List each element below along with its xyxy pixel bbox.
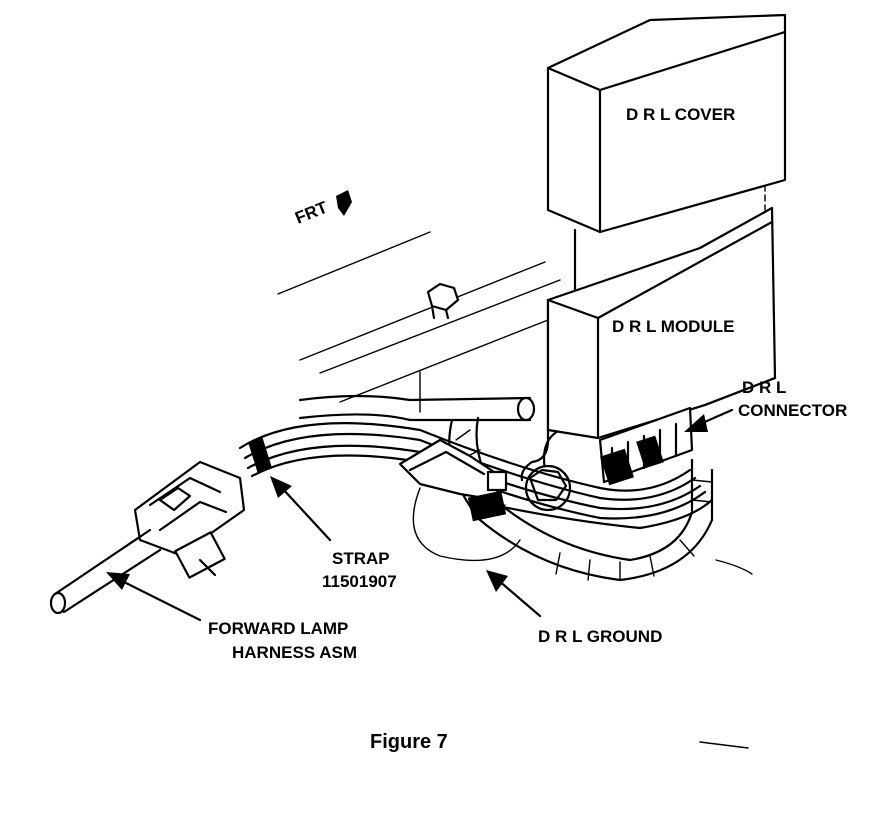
- drl-cover: D R L COVER: [546, 13, 787, 234]
- forward-lamp-harness: [49, 528, 162, 615]
- drl-cover-label: D R L COVER: [626, 105, 735, 124]
- ground-arrow-icon: [486, 570, 508, 592]
- front-direction-indicator: FRT: [292, 190, 352, 228]
- strap-label: STRAP: [332, 549, 390, 568]
- callout-labels: D R L CONNECTOR STRAP 11501907 FORWARD L…: [208, 378, 847, 662]
- panel-bolt: [426, 282, 460, 320]
- inline-connector: [398, 438, 508, 522]
- connector-arrow-icon: [684, 414, 708, 432]
- drl-connector-block: [598, 406, 694, 486]
- frt-label: FRT: [292, 197, 330, 227]
- forward-lamp-label-1: FORWARD LAMP: [208, 619, 348, 638]
- forward-lamp-arrow-icon: [106, 572, 130, 590]
- leader-arrows: [106, 408, 734, 622]
- strap-part-number: 11501907: [322, 572, 397, 591]
- drl-connector-label-1: D R L: [742, 378, 786, 397]
- frt-arrow-icon: [336, 190, 352, 216]
- drl-module-label: D R L MODULE: [612, 317, 734, 336]
- forward-lamp-connectors: [133, 460, 246, 579]
- harness-wires: [238, 394, 753, 749]
- drl-ground-label: D R L GROUND: [538, 627, 662, 646]
- radiator-support-panel: [277, 231, 561, 413]
- forward-lamp-label-2: HARNESS ASM: [232, 643, 357, 662]
- harness-strap: [248, 436, 272, 474]
- strap-arrow-icon: [270, 476, 292, 498]
- figure-caption: Figure 7: [370, 731, 448, 753]
- drl-connector-label-2: CONNECTOR: [738, 401, 847, 420]
